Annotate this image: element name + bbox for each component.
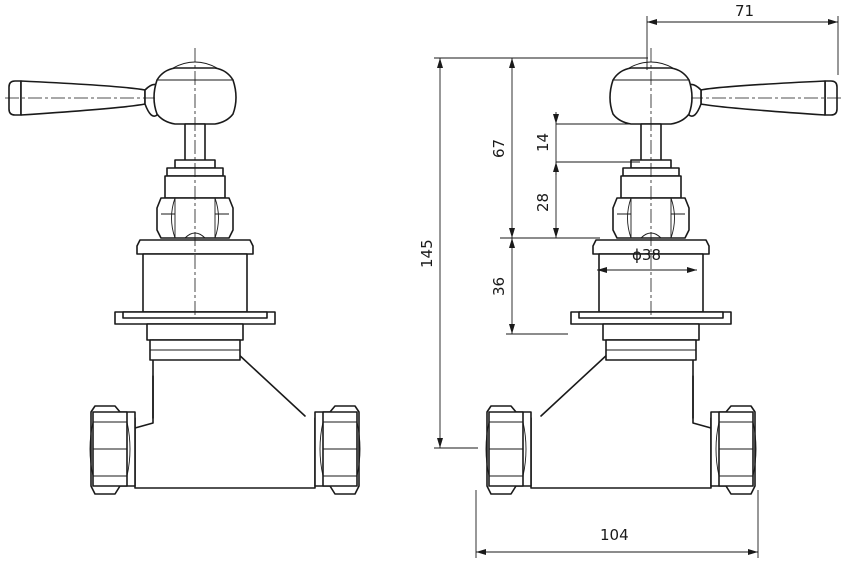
dim-body-height: 36 [490, 277, 508, 296]
dim-stem-height: 14 [534, 133, 552, 152]
dimension-lines [434, 16, 839, 558]
dim-flange-diameter: ϕ38 [632, 246, 661, 264]
dim-handle-offset: 71 [735, 2, 754, 20]
valve-front-view [5, 48, 361, 495]
dim-overall-height: 145 [418, 239, 436, 268]
dim-handle-to-flange: 67 [490, 139, 508, 158]
dim-overall-width: 104 [600, 526, 629, 544]
dim-bonnet-height: 28 [534, 193, 552, 212]
valve-dimensioned-view [485, 48, 841, 495]
